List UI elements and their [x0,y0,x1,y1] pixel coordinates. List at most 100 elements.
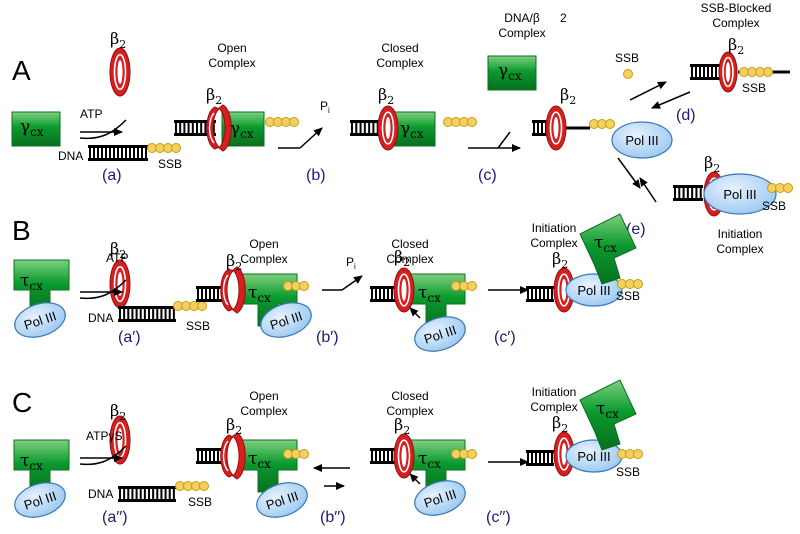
panel-b-letter: B [12,215,31,246]
initiation-complex-b-line1: Initiation [532,221,577,235]
clamp-hole [553,117,559,139]
ssb-label-blocked: SSB [742,81,766,95]
dna-base-pair [205,451,207,461]
tau-open-b-label: τcx [248,283,271,305]
tau-closed-c-label: τcx [418,449,441,471]
dna-base-pair [135,489,138,499]
tau-cx-label: τcx [20,271,43,293]
dna-base-pair [143,489,146,499]
ssb-bead [289,117,299,127]
beta2-free-label-glyph: β [110,29,119,48]
tau-open-b-label-sub: cx [257,291,271,305]
dna-strand-top [690,64,726,67]
dna-base-pair [368,123,371,133]
dna-base-pair [699,67,701,77]
dna-base-pair [678,188,681,198]
dna-base-pair [93,148,95,158]
beta2-free-c-label-glyph: β [110,401,119,420]
beta2-closed-b-label-sub: 2 [403,256,410,269]
ssb-label-init-a: SSB [762,199,786,213]
step-c1: (c′) [494,329,516,346]
dna-base-pair [707,67,709,77]
gamma-cx-open-label: γcx [230,119,254,141]
dna-base-pair [145,148,147,158]
beta2-ssb-blocked-label: β2 [728,35,744,57]
dna-base-pair [695,67,697,77]
dna-base-pair [164,489,167,499]
dna-strand-top [196,448,224,451]
dna-b [118,306,176,322]
dna-base-pair [383,451,385,461]
ssb-label-init-c: SSB [616,465,640,479]
ssb-bead [467,449,477,459]
step-b: (b) [306,167,326,184]
dna-base-pair [89,148,91,158]
beta2-closed-b-label: β2 [394,247,410,269]
pol-iii-c1: Pol III [14,482,66,518]
dna-base-pair [101,148,103,158]
step-b2: (b′′) [320,509,346,526]
beta2-closed-b-label-glyph: β [394,247,403,266]
clamp-half-left [206,106,220,150]
initiation-complex-c-line2: Complex [530,400,577,414]
clamp-highlight [222,274,229,306]
ssb-blocked-complex-line1: SSB-Blocked [701,1,772,15]
dna-base-pair [547,453,549,463]
step-a1: (a′) [118,329,141,346]
dna-base-pair [187,123,190,133]
dna-strand-top [370,448,398,451]
closed-complex-c-line2: Complex [386,404,433,418]
beta2-open-b [220,266,246,314]
dna-base-pair [197,289,199,299]
beta2-init-a-label: β2 [704,153,720,175]
beta2-free-c-label-sub: 2 [119,410,126,423]
clamp-half-right [232,432,246,480]
beta2-free-label-sub: 2 [119,38,126,51]
dna-strand-top [370,286,398,289]
dna-base-pair [168,309,171,319]
gamma-cx-closed-label: γcx [400,119,424,141]
gamma-cx-closed-label-glyph: γ [400,119,410,139]
initiation-complex-a-line2: Complex [716,242,763,256]
dna-base-pair [543,453,545,463]
gamma-cx-label: γcx [20,117,44,139]
ssb-bead [171,143,181,153]
ssb-bead [467,117,477,127]
pi-b: Pi [320,99,330,115]
dna-strand-bottom [118,319,176,322]
pol-iii-b1: Pol III [14,302,66,338]
beta2-dnabeta-label-glyph: β [560,85,569,104]
beta2-open-a-label: β2 [206,85,222,107]
dna-base-pair [127,309,130,319]
tau-cx-label-sub: cx [29,279,43,293]
dna-base-pair [156,489,159,499]
tau-init-b-label: τcx [594,233,617,255]
beta2-closed-c [393,433,415,479]
step-c: (c) [478,167,497,184]
panel-a-letter: A [12,55,31,86]
dna-base-pair [531,289,533,299]
dna-open-b [196,286,224,302]
ssb-label-c: SSB [188,495,212,509]
closed-complex-a-line1: Closed [381,41,418,55]
dna-beta-complex-line1: DNA/β [504,11,540,25]
pol-iii-closed-c: Pol III [414,480,466,516]
dna-strand-bottom [174,133,216,136]
dna-base-pair [213,289,215,299]
beta2-open-a-label-sub: 2 [215,94,222,107]
initiation-complex-a-line1: Initiation [718,227,763,241]
dna-base-pair [691,188,694,198]
gamma-cx-box [11,111,61,147]
initiation-complex-c-line1: Initiation [532,385,577,399]
dna-base-pair [201,451,203,461]
dna-base-pair [175,123,177,133]
beta2-closed-c-label: β2 [394,415,410,437]
pol-iii-body [611,121,673,159]
tau-init-b [579,213,637,285]
ssb-label-d: SSB [615,51,639,65]
dna-base-pair [152,489,155,499]
arrow-e-forward [617,157,641,189]
open-complex-a-line2: Complex [208,56,255,70]
dna-init-c [526,450,554,466]
dna-base-pair [537,123,539,133]
